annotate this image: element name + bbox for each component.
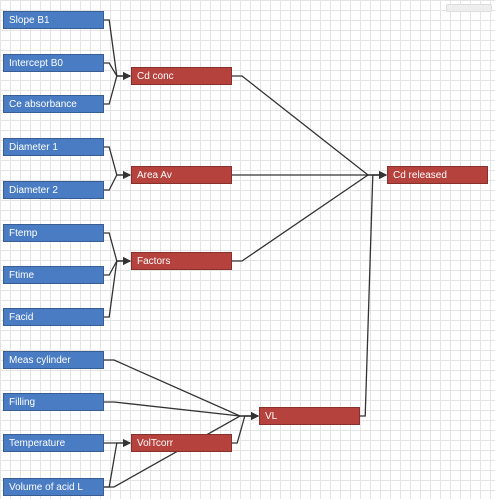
connector-voltcorr-to-vl [232,412,259,444]
node-intercept-b0[interactable]: Intercept B0 [3,54,104,72]
node-factors[interactable]: Factors [131,252,232,270]
node-ce-absorbance[interactable]: Ce absorbance [3,95,104,113]
connector-factors-to-cd_released [232,171,387,262]
node-filling[interactable]: Filling [3,393,104,411]
connector-ce_absorbance-to-cd_conc [104,72,131,105]
node-area-av[interactable]: Area Av [131,166,232,184]
connector-cd_conc-to-cd_released [232,75,387,179]
node-diameter-1[interactable]: Diameter 1 [3,138,104,156]
node-volume-of-acid-l[interactable]: Volume of acid L [3,478,104,496]
node-vl[interactable]: VL [259,407,360,425]
connector-facid-to-factors [104,257,131,318]
node-meas-cylinder[interactable]: Meas cylinder [3,351,104,369]
node-temperature[interactable]: Temperature [3,434,104,452]
node-facid[interactable]: Facid [3,308,104,326]
node-ftemp[interactable]: Ftemp [3,224,104,242]
horizontal-scrollbar[interactable] [446,4,492,12]
connector-meas_cylinder-to-vl [104,359,259,420]
connector-vl-to-cd_released [360,171,387,417]
node-cd-released[interactable]: Cd released [387,166,488,184]
node-cd-conc[interactable]: Cd conc [131,67,232,85]
connector-ftemp-to-factors [104,232,131,265]
node-voltcorr[interactable]: VolTcorr [131,434,232,452]
node-ftime[interactable]: Ftime [3,266,104,284]
connector-diameter_2-to-area_av [104,171,131,191]
connector-diameter_1-to-area_av [104,146,131,179]
connector-slope_b1-to-cd_conc [104,19,131,80]
node-diameter-2[interactable]: Diameter 2 [3,181,104,199]
node-slope-b1[interactable]: Slope B1 [3,11,104,29]
